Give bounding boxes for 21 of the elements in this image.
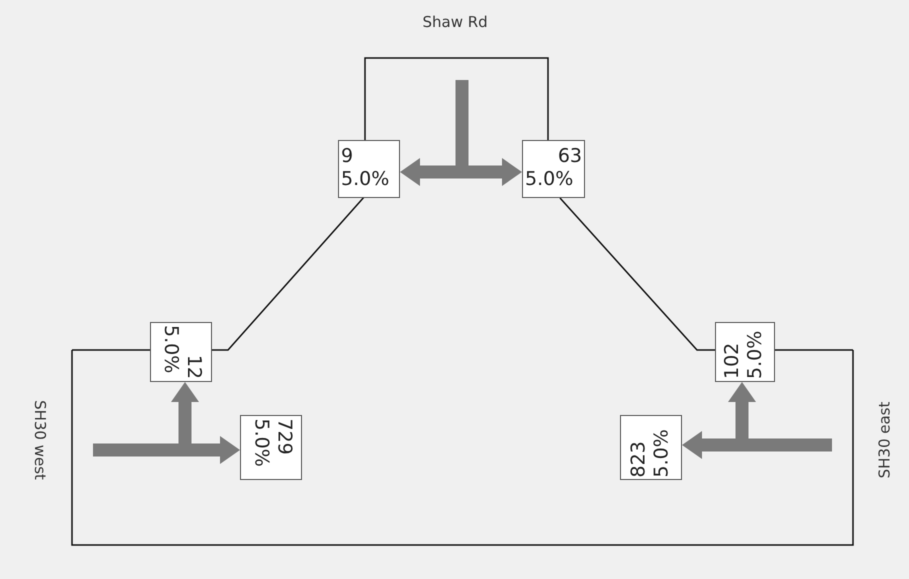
road-name: SH30 east	[874, 402, 893, 478]
heavy-vehicle-percent: 5.0%	[525, 168, 574, 191]
road-name: Shaw Rd	[422, 13, 488, 31]
heavy-vehicle-percent: 5.0%	[744, 330, 767, 379]
count-box	[240, 415, 302, 480]
vehicle-count: 102	[721, 342, 744, 379]
count-box	[522, 140, 585, 198]
heavy-vehicle-percent: 5.0%	[341, 168, 390, 191]
heavy-vehicle-percent: 5.0%	[159, 325, 182, 376]
count-box	[620, 415, 682, 480]
vehicle-count: 729	[272, 418, 295, 456]
vehicle-count: 9	[341, 145, 354, 168]
count-box	[150, 322, 212, 382]
vehicle-count: 63	[556, 145, 582, 168]
count-box	[338, 140, 400, 198]
road-name: SH30 west	[30, 400, 49, 480]
heavy-vehicle-percent: 5.0%	[249, 418, 272, 468]
heavy-vehicle-percent: 5.0%	[650, 428, 673, 477]
vehicle-count: 12	[182, 354, 205, 379]
count-box	[715, 322, 775, 382]
vehicle-count: 823	[627, 440, 650, 477]
